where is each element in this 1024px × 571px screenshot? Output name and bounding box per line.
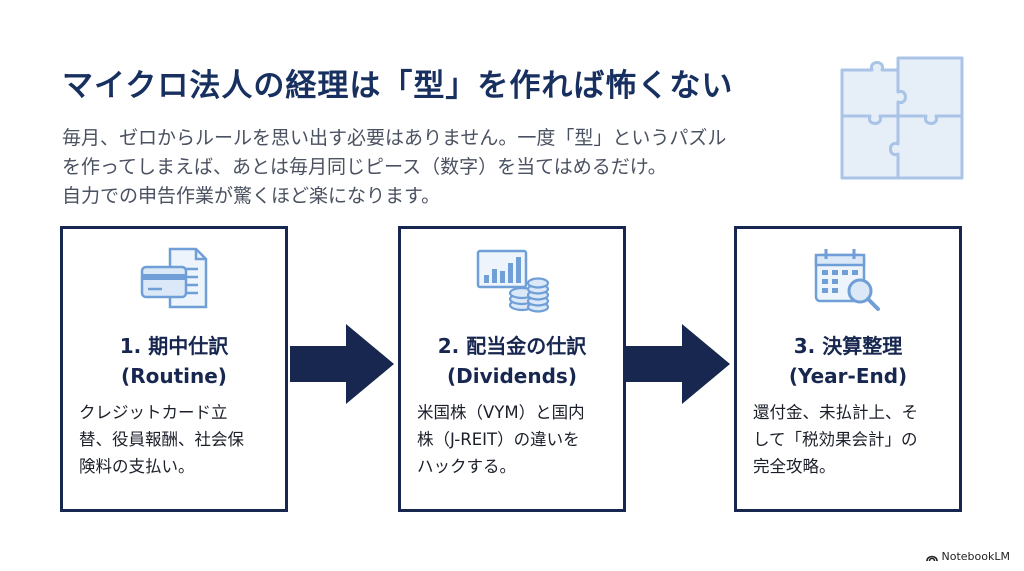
step-body-line: 替、役員報酬、社会保	[79, 430, 244, 449]
step-card-dividends: 2. 配当金の仕訳 (Dividends) 米国株（VYM）と国内 株（J-RE…	[398, 226, 626, 512]
step-card-routine: 1. 期中仕訳 (Routine) クレジットカード立 替、役員報酬、社会保 険…	[60, 226, 288, 512]
step-body-line: ハックする。	[417, 457, 516, 476]
step-title: 2. 配当金の仕訳	[437, 334, 587, 358]
step-heading: 1. 期中仕訳 (Routine)	[63, 331, 285, 391]
step-heading: 3. 決算整理 (Year-End)	[737, 331, 959, 391]
step-title: 1. 期中仕訳	[119, 334, 229, 358]
footer-brand: NotebookLM	[925, 550, 1010, 563]
step-body-line: 還付金、未払計上、そ	[753, 403, 918, 422]
step-body-line: して「税効果会計」の	[753, 430, 918, 449]
step-body-line: 険料の支払い。	[79, 457, 195, 476]
step-body: クレジットカード立 替、役員報酬、社会保 険料の支払い。	[79, 399, 273, 480]
step-subtitle: (Dividends)	[447, 364, 577, 388]
arrow-right-icon	[290, 324, 394, 404]
description: 毎月、ゼロからルールを思い出す必要はありません。一度「型」というパズル を作って…	[62, 124, 802, 211]
step-body: 米国株（VYM）と国内 株（J-REIT）の違いを ハックする。	[417, 399, 611, 480]
step-body-line: 米国株（VYM）と国内	[417, 403, 585, 422]
step-body-line: 株（J-REIT）の違いを	[417, 430, 580, 449]
credit-card-document-icon	[140, 247, 208, 309]
step-body-line: クレジットカード立	[79, 403, 228, 422]
description-line: を作ってしまえば、あとは毎月同じピース（数字）を当てはめるだけ。	[62, 156, 667, 178]
step-heading: 2. 配当金の仕訳 (Dividends)	[401, 331, 623, 391]
page-title: マイクロ法人の経理は「型」を作れば怖くない	[62, 68, 734, 104]
calendar-magnifier-icon	[814, 249, 880, 311]
step-subtitle: (Year-End)	[788, 364, 908, 388]
step-card-year-end: 3. 決算整理 (Year-End) 還付金、未払計上、そ して「税効果会計」の…	[734, 226, 962, 512]
step-body-line: 完全攻略。	[753, 457, 836, 476]
chart-coins-icon	[476, 249, 550, 313]
step-subtitle: (Routine)	[121, 364, 227, 388]
description-line: 自力での申告作業が驚くほど楽になります。	[62, 185, 441, 207]
puzzle-icon	[840, 56, 964, 180]
step-title: 3. 決算整理	[793, 334, 903, 358]
arrow-right-icon	[626, 324, 730, 404]
footer-brand-label: NotebookLM	[941, 550, 1010, 563]
step-body: 還付金、未払計上、そ して「税効果会計」の 完全攻略。	[753, 399, 947, 480]
description-line: 毎月、ゼロからルールを思い出す必要はありません。一度「型」というパズル	[62, 127, 727, 149]
notebooklm-logo-icon	[925, 555, 938, 561]
